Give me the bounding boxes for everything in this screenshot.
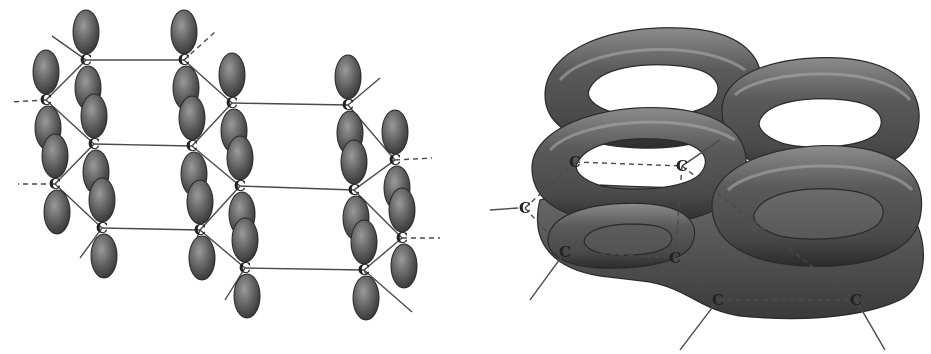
p-orbital-lobe-upper [389, 188, 415, 232]
carbon-atom-label: C [389, 151, 401, 169]
carbon-atom-label: C [519, 199, 531, 217]
p-orbital-lobe-upper [73, 10, 99, 54]
p-orbital-lobe-lower [391, 244, 417, 288]
p-orbital-lobe-upper [227, 136, 253, 180]
carbon-atom-label: C [669, 249, 681, 267]
carbon-atom-label: C [178, 51, 190, 69]
p-orbital-lobe-upper [179, 96, 205, 140]
carbon-atom-label: C [850, 291, 862, 309]
carbon-atom-label: C [226, 94, 238, 112]
p-orbital-lobe-upper [187, 180, 213, 224]
p-orbital-lobe-upper [341, 140, 367, 184]
carbon-atom-label: C [49, 175, 61, 193]
p-orbital-lobe-upper [42, 134, 68, 178]
carbon-atom-label: C [358, 261, 370, 279]
p-orbital-lobe-upper [89, 178, 115, 222]
sigma-bond-line [245, 268, 364, 270]
carbon-atom-label: C [239, 259, 251, 277]
sigma-bond-line [102, 228, 200, 230]
sigma-bond-line [232, 103, 348, 105]
p-orbital-lobe-lower [91, 234, 117, 278]
p-orbital-lobe-upper [219, 53, 245, 97]
bond-stub [490, 208, 518, 210]
p-orbital-lattice: C C C C C C C C C C C C C C C C [10, 10, 440, 320]
carbon-atom-label: C [88, 135, 100, 153]
p-orbital-lobe-upper [81, 94, 107, 138]
sigma-bond-line [94, 144, 192, 146]
carbon-atom-label: C [348, 181, 360, 199]
carbon-atom-label: C [96, 219, 108, 237]
p-orbital-lobe-lower [353, 276, 379, 320]
pi-electron-cloud: C C C C C C C [490, 28, 923, 350]
p-orbital-lobe-lower [189, 236, 215, 280]
carbon-atom-label: C [186, 137, 198, 155]
p-orbital-lobe-upper [232, 218, 258, 262]
carbon-atom-label: C [396, 229, 408, 247]
carbon-atom-label: C [234, 177, 246, 195]
carbon-atom-label: C [559, 243, 571, 261]
p-orbital-lobe-upper [33, 50, 59, 94]
p-orbital-lobe-lower [44, 190, 70, 234]
sigma-bond-line [240, 186, 354, 190]
p-orbital-lobe-upper [335, 55, 361, 99]
carbon-atom-label: C [569, 153, 581, 171]
carbon-atom-label: C [194, 221, 206, 239]
p-orbital-lobe-upper [171, 10, 197, 54]
p-orbital-lobe-upper [351, 220, 377, 264]
bond-dashed [575, 162, 682, 166]
carbon-atom-label: C [80, 51, 92, 69]
carbon-atom-label: C [676, 157, 688, 175]
carbon-atom-label: C [342, 96, 354, 114]
carbon-atom-label: C [712, 291, 724, 309]
p-orbital-lobe-upper [382, 110, 408, 154]
p-orbital-lobe-lower [234, 274, 260, 318]
carbon-atom-label: C [40, 91, 52, 109]
